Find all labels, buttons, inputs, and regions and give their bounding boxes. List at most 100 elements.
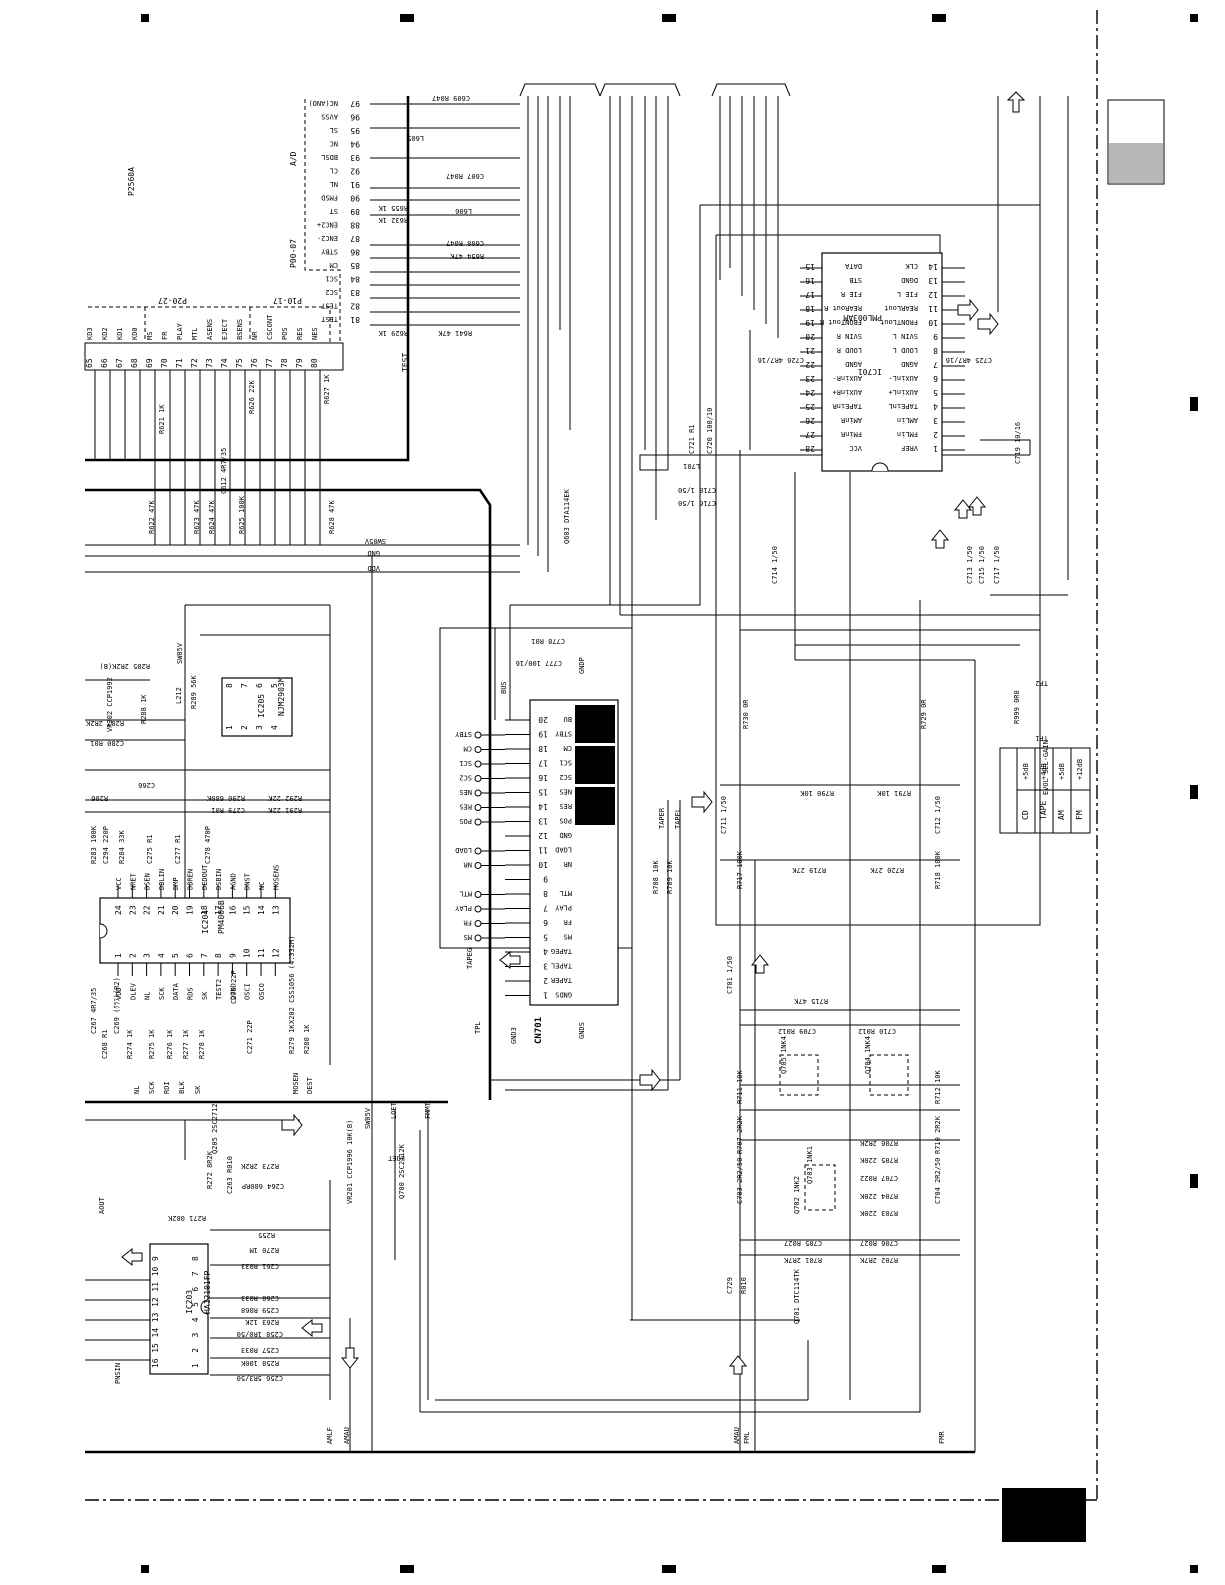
ic204-pin-num: 24 [114,905,123,915]
c294-label: C294 220P [102,826,110,864]
ic203-pin-num: 16 [151,1358,160,1368]
r632-label: R632 1K [378,216,408,224]
c716-label: C716 1/50 [678,499,716,507]
r715-label: R715 47K [793,997,828,1005]
r625-label: R625 100K [238,495,246,534]
ic204-pin-num: 15 [243,905,252,915]
ic204-pin-name: DNST [244,872,252,890]
ic701-pin-name: FRONTout R [819,318,862,326]
ic203-pin-num: 4 [191,1317,200,1322]
c271-label: C271 22P [246,1020,254,1054]
cn701-pin-name: SC1 [559,759,572,767]
gain-table: EVOL SEL-GAIN CD+5dBTAPE+4dBAM+5dBFM+12d… [999,740,1091,834]
q205-label: Q205 2SC2712 [211,1103,219,1154]
test-point [474,804,482,811]
mcu-pin-num: 71 [175,358,184,368]
ic203-pin-num: 8 [191,1256,200,1261]
c706-label: C706 R027 [860,1239,898,1247]
c256-label: C256 5R3/50 [237,1374,283,1382]
ic204-pin-num: 8 [214,953,223,958]
mcu-pin-num: 77 [265,358,274,368]
c263-label: C263 R010 [226,1156,234,1194]
mcu-pin-num: 80 [310,358,319,368]
cn701-pin-name: FR [563,918,572,926]
mcu-right-pin-name: AVSS [321,113,338,121]
c709-label: C709 R012 [778,1027,816,1035]
r206-label: R206 [91,794,108,802]
mcu-pin-num: 75 [235,358,244,368]
ic203-pin-num: 14 [151,1328,160,1338]
mcu-right-pin-num: 93 [350,153,360,162]
r289-label: R289 56K [190,674,198,709]
ic701-pin-name: FMinR [840,430,862,438]
c707-label: C707 R022 [860,1174,898,1182]
mcu-pin-name: KD2 [101,327,109,340]
arrow-left-ic203 [121,1247,143,1267]
ic204-pin-name: DATA [172,982,180,1000]
c705-label: C705 R027 [784,1239,822,1247]
c277-label: C277 R1 [174,834,182,864]
cn701-pin-num: 17 [538,759,548,768]
ic204-pin-name: DMP [172,877,180,890]
test-point [474,818,482,826]
ic701-pin-name: AUXinR- [832,374,862,382]
c267-label: C267 4R7/35 [90,988,98,1034]
ic205-ref: IC205 [257,694,266,718]
ic204-pin-num: 17 [214,905,223,915]
ic205-pin-num: 8 [225,683,234,688]
cn701-ext-label: NR [463,861,472,869]
r706-label: R706 2R2K [859,1139,898,1147]
test-point [474,775,482,782]
mcu-right-pin-name: FMSD [321,194,338,202]
ic701-pin-name: FMLin [897,430,918,438]
test-point [474,731,482,739]
ic701-pin-num: 13 [928,276,938,285]
c260-label: C260 R033 [241,1294,279,1302]
c264-label: C264 680RP [242,1182,284,1190]
cn701-pin-name: RES [559,802,572,810]
ic204-pin-name: AGND [229,873,237,890]
net-sw05v: SW05V [364,537,386,545]
cn701-pin-num: 9 [543,875,548,884]
x202-label: X202 CSS1056 (4.332M) [288,935,296,1024]
arrow-ic701-front [977,312,999,336]
mcu-right-pin-num: 94 [350,140,360,149]
q702-label: Q702 1NK2 [793,1176,801,1214]
r270-label: R270 1M [249,1246,279,1254]
mcu-right-pin-name: SC1 [325,275,338,283]
mcu-right-pin-name: TEST [320,302,338,310]
ic701-pin-num: 22 [805,360,815,369]
r720-label: R720 27K [869,866,904,874]
grid-mark-top-4 [932,14,946,22]
cn701-ext-label: RES [459,803,472,811]
ic204-pin-name: RDS [187,987,195,1000]
arrow-cn-tape [499,950,521,970]
ic204-pin-num: 20 [171,905,180,915]
l605-label: L605 [407,134,424,142]
ic204-pin-num: 5 [171,953,180,958]
net-fmr: FMR [938,1431,946,1444]
net-dest: DEST [306,1076,314,1094]
c725-label: C725 4R7/16 [946,356,992,364]
r624-label: R624 47K [208,499,216,534]
ic701-pin-name: REARLout [884,304,918,312]
cn701-ext-label: FR [463,919,472,927]
cn701-pin-name: NES [559,788,572,796]
ic203-pin-num: 12 [151,1297,160,1307]
net-tp1: TP1 [1035,734,1048,742]
cn701-ext-label: POS [459,817,472,825]
r627-label: R627 1K [323,374,331,404]
ic701-pin-num: 25 [805,402,815,411]
c721-label: C721 R1 [688,424,696,454]
r704-label: R704 220K [859,1192,898,1200]
ic203-part: HA12101FP [203,1270,212,1314]
cn701-pin-name: MTL [559,889,572,897]
ic204-pin-name: OSCI [244,983,252,1000]
ic205-pin-num: 3 [255,725,264,730]
grid-mark-top-5 [1190,14,1198,22]
net-sck: SCK [148,1081,156,1094]
